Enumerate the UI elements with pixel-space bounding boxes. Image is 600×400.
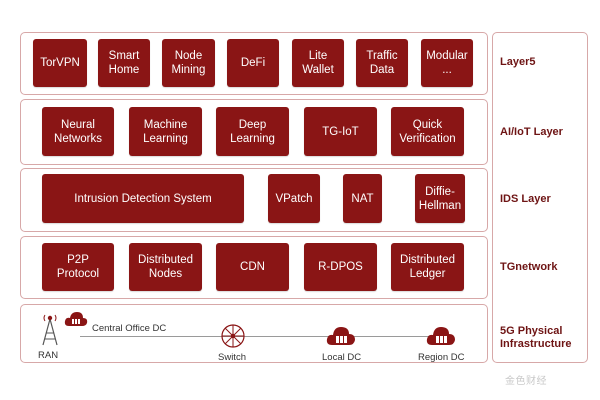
box-torvpn: TorVPN (33, 39, 87, 87)
box-r-dpos: R-DPOS (304, 243, 377, 291)
box-tg-iot: TG-IoT (304, 107, 377, 156)
box-defi: DeFi (227, 39, 279, 87)
central-office-dc-icon (64, 312, 88, 326)
box-quick-verification: Quick Verification (391, 107, 464, 156)
region-dc-icon (426, 327, 455, 345)
box-intrusion-detection-system: Intrusion Detection System (42, 174, 244, 223)
box-smart-home: Smart Home (98, 39, 150, 87)
switch-icon (221, 324, 245, 348)
switch-label: Switch (218, 352, 246, 363)
physical-infrastructure-panel (20, 304, 488, 363)
ran-label: RAN (38, 350, 59, 361)
box-vpatch: VPatch (268, 174, 320, 223)
box-diffie-hellman: Diffie- Hellman (415, 174, 465, 223)
box-modular: Modular ... (421, 39, 473, 87)
layer-label-ai-iot: AI/IoT Layer (500, 126, 563, 138)
box-node-mining: Node Mining (162, 39, 215, 87)
watermark: 金色财经 (505, 376, 547, 387)
box-distributed-ledger: Distributed Ledger (391, 243, 464, 291)
box-distributed-nodes: Distributed Nodes (129, 243, 202, 291)
layer-label-tgnetwork: TGnetwork (500, 261, 558, 273)
local-dc-icon (326, 327, 355, 345)
box-deep-learning: Deep Learning (216, 107, 289, 156)
layer-label-ids: IDS Layer (500, 193, 551, 205)
box-traffic-data: Traffic Data (356, 39, 408, 87)
box-cdn: CDN (216, 243, 289, 291)
layer-label-column (492, 32, 588, 363)
layer-label-5g-physical: 5G Physical Infrastructure (500, 325, 572, 350)
box-nat: NAT (343, 174, 382, 223)
region-dc-label: Region DC (418, 352, 465, 363)
connector-line (80, 336, 446, 337)
box-p2p-protocol: P2P Protocol (42, 243, 114, 291)
layer-label-layer5: Layer5 (500, 56, 536, 68)
ran-tower-icon (42, 314, 58, 346)
box-machine-learning: Machine Learning (129, 107, 202, 156)
local-dc-label: Local DC (322, 352, 362, 363)
box-lite-wallet: Lite Wallet (292, 39, 344, 87)
central-office-dc-label: Central Office DC (92, 323, 167, 334)
box-neural-networks: Neural Networks (42, 107, 114, 156)
